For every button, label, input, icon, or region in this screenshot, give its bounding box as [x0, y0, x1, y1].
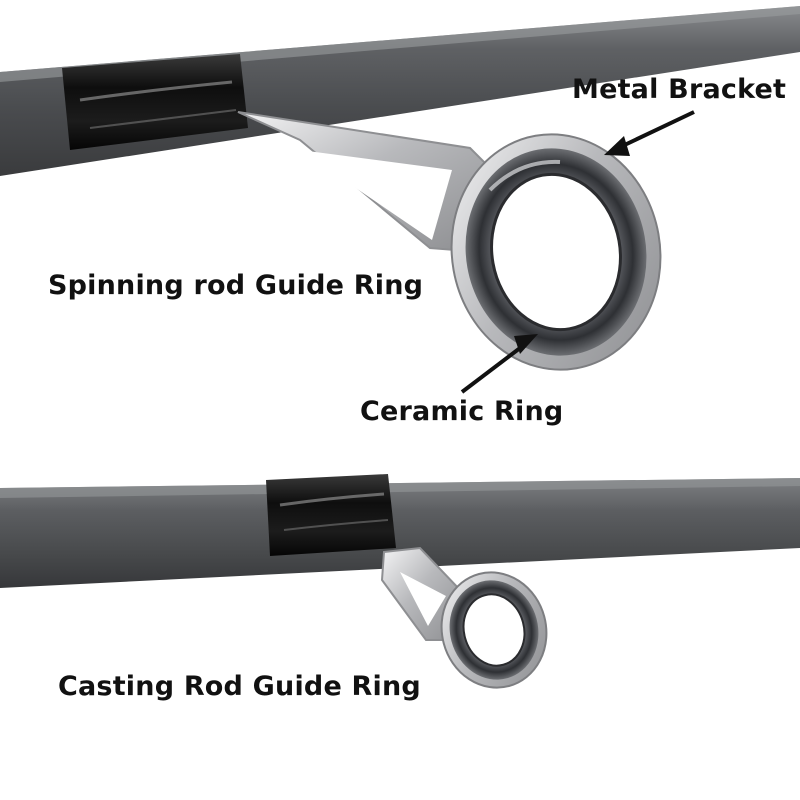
label-ceramic-ring: Ceramic Ring — [360, 396, 564, 427]
casting-guide-ring — [440, 571, 548, 689]
label-spinning-guide: Spinning rod Guide Ring — [48, 270, 424, 301]
arrow-ceramic-ring — [460, 334, 538, 394]
label-metal-bracket: Metal Bracket — [572, 74, 787, 105]
label-casting-guide: Casting Rod Guide Ring — [58, 671, 421, 702]
spinning-guide-ring — [450, 133, 662, 371]
arrow-metal-bracket — [604, 110, 695, 156]
spinning-rod — [0, 6, 800, 176]
casting-rod — [0, 474, 800, 588]
thread-wrap — [266, 474, 396, 556]
